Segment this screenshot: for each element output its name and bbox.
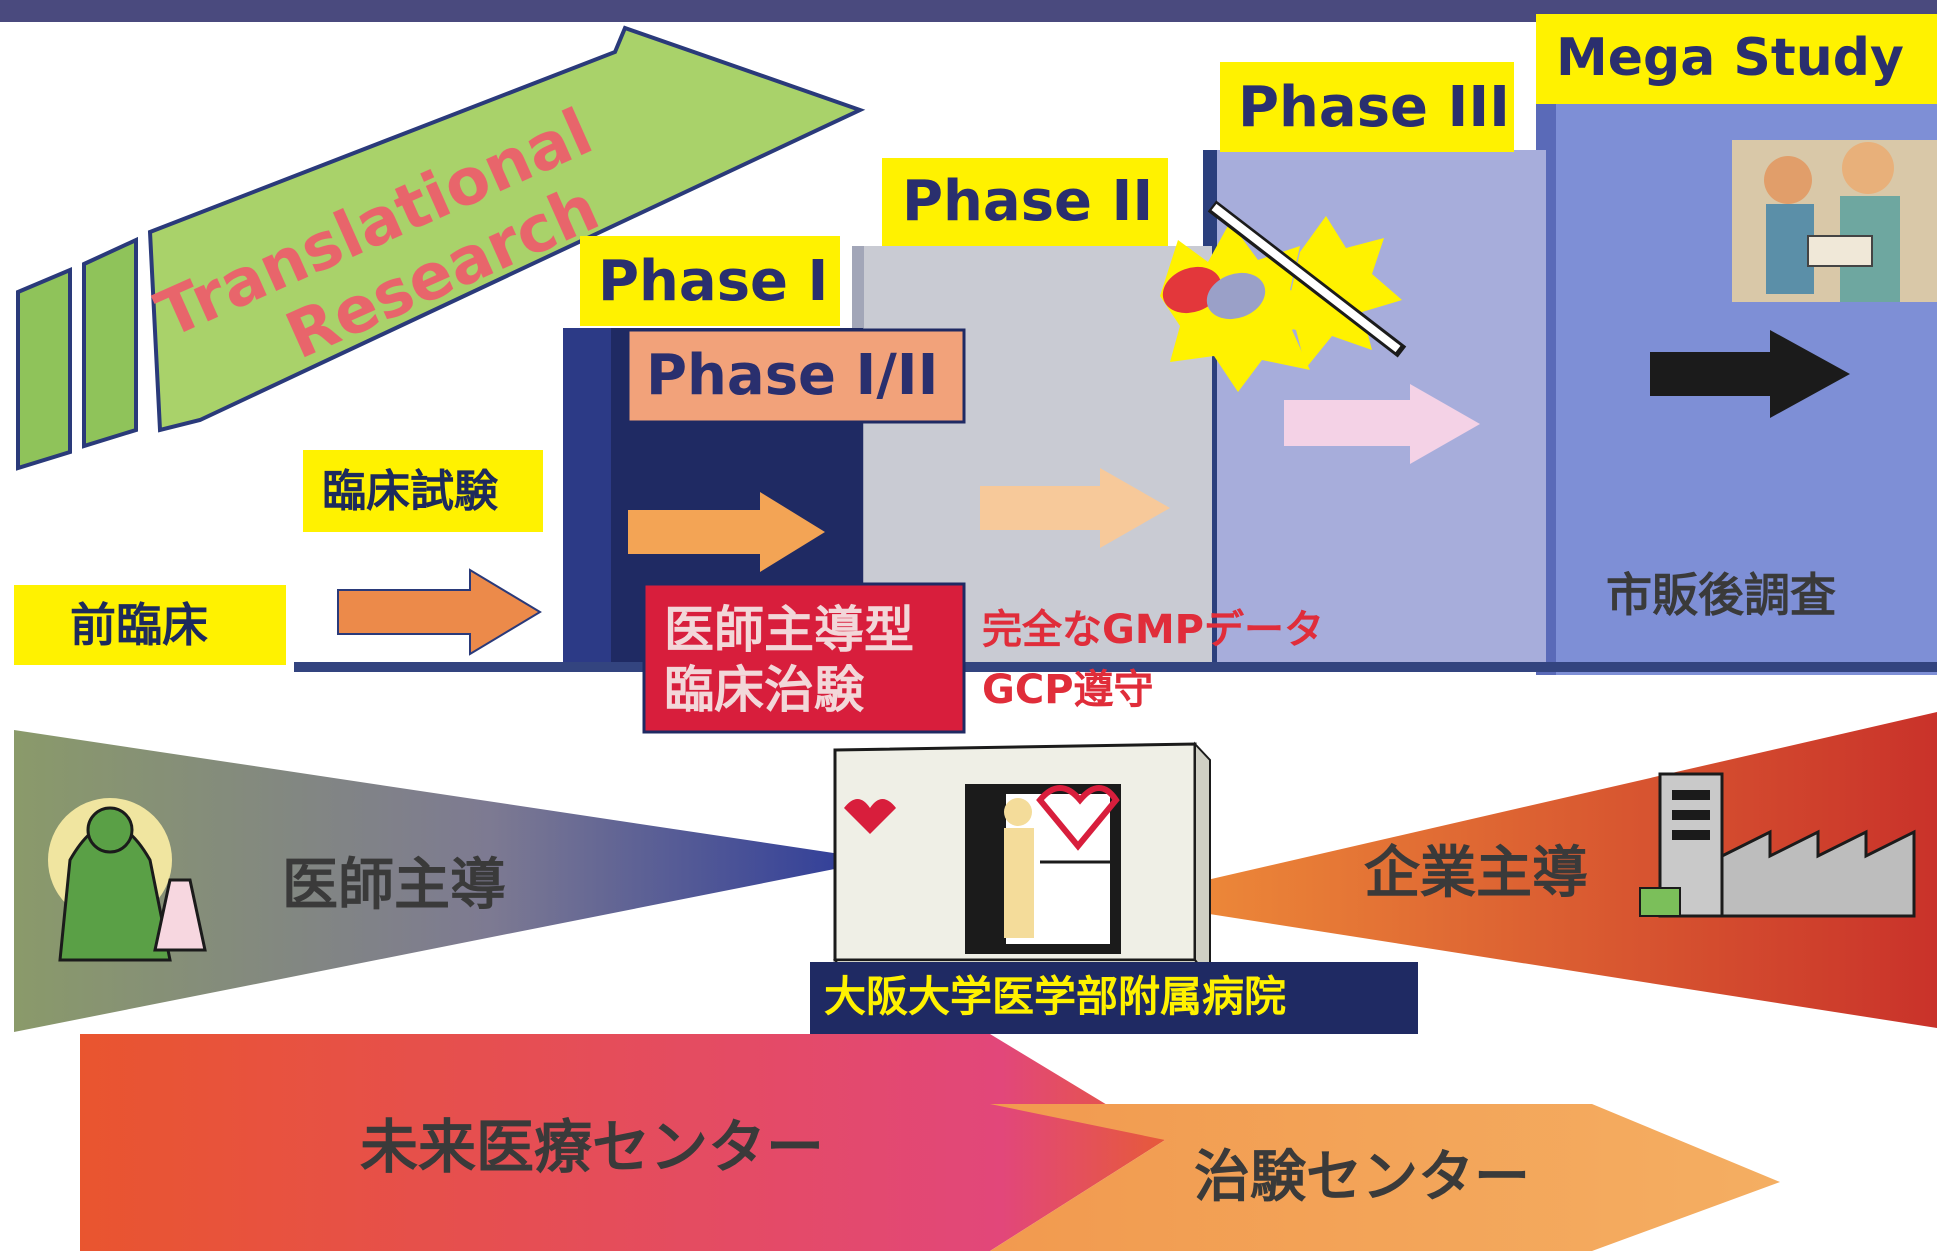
phase-2-arrow <box>980 468 1170 548</box>
phase-1-2-label-bg <box>626 328 966 424</box>
investigator-trial-box <box>642 582 966 734</box>
preclinical-label: 前臨床 <box>70 598 208 652</box>
gmp-note: 完全なGMPデータ GCP遵守 <box>982 600 1324 720</box>
phase-3-label-bg <box>1220 62 1514 152</box>
future-center-arrow <box>80 1034 1165 1251</box>
phase-2-label: Phase II <box>902 169 1154 234</box>
mega-study-label-bg <box>1536 14 1937 104</box>
investigator-trial-line1: 医師主導型 <box>664 601 914 659</box>
investigator-trial-line2: 臨床治験 <box>664 661 864 719</box>
mega-study-label: Mega Study <box>1556 28 1904 88</box>
doctor-illustration <box>48 798 207 962</box>
preclinical-label-bg <box>14 585 286 665</box>
mega-study-arrow <box>1650 330 1850 418</box>
phase-1-arrow <box>628 492 825 572</box>
company-led-wedge <box>1120 712 1937 1028</box>
trial-center-arrow <box>990 1104 1780 1251</box>
doctor-led-label: 医師主導 <box>282 853 506 918</box>
title-strip <box>0 0 1937 22</box>
hospital-illustration <box>833 741 1212 983</box>
phase-2-label-bg <box>882 158 1168 246</box>
phase-1-label-bg <box>580 236 840 326</box>
phase-3-label: Phase III <box>1238 75 1511 140</box>
gmp-note-line1: 完全なGMPデータ <box>982 607 1324 653</box>
trial-center-label: 治験センター <box>1194 1145 1530 1210</box>
pills-syringe-illustration <box>1160 200 1407 392</box>
gmp-note-line2: GCP遵守 <box>982 667 1154 713</box>
business-people-illustration <box>1732 140 1937 302</box>
translational-research-arrow <box>16 25 866 471</box>
phase-baseline <box>294 662 1937 672</box>
future-center-label: 未来医療センター <box>360 1113 825 1181</box>
factory-illustration <box>1639 772 1916 918</box>
clinical-trial-label-bg <box>303 450 543 532</box>
preclinical-arrow <box>337 568 542 656</box>
investigator-trial-label: 医師主導型 臨床治験 <box>664 600 914 720</box>
hospital-name-bar <box>810 962 1418 1034</box>
doctor-led-wedge <box>14 730 880 1032</box>
company-led-label: 企業主導 <box>1364 841 1588 906</box>
phase-1-label: Phase I <box>598 249 829 314</box>
phase-1-2-label: Phase I/II <box>646 343 939 408</box>
clinical-trial-label: 臨床試験 <box>322 466 498 517</box>
phase-3-arrow <box>1284 384 1480 464</box>
hospital-name-label: 大阪大学医学部附属病院 <box>824 972 1287 1021</box>
post-marketing-label: 市販後調査 <box>1606 568 1836 622</box>
